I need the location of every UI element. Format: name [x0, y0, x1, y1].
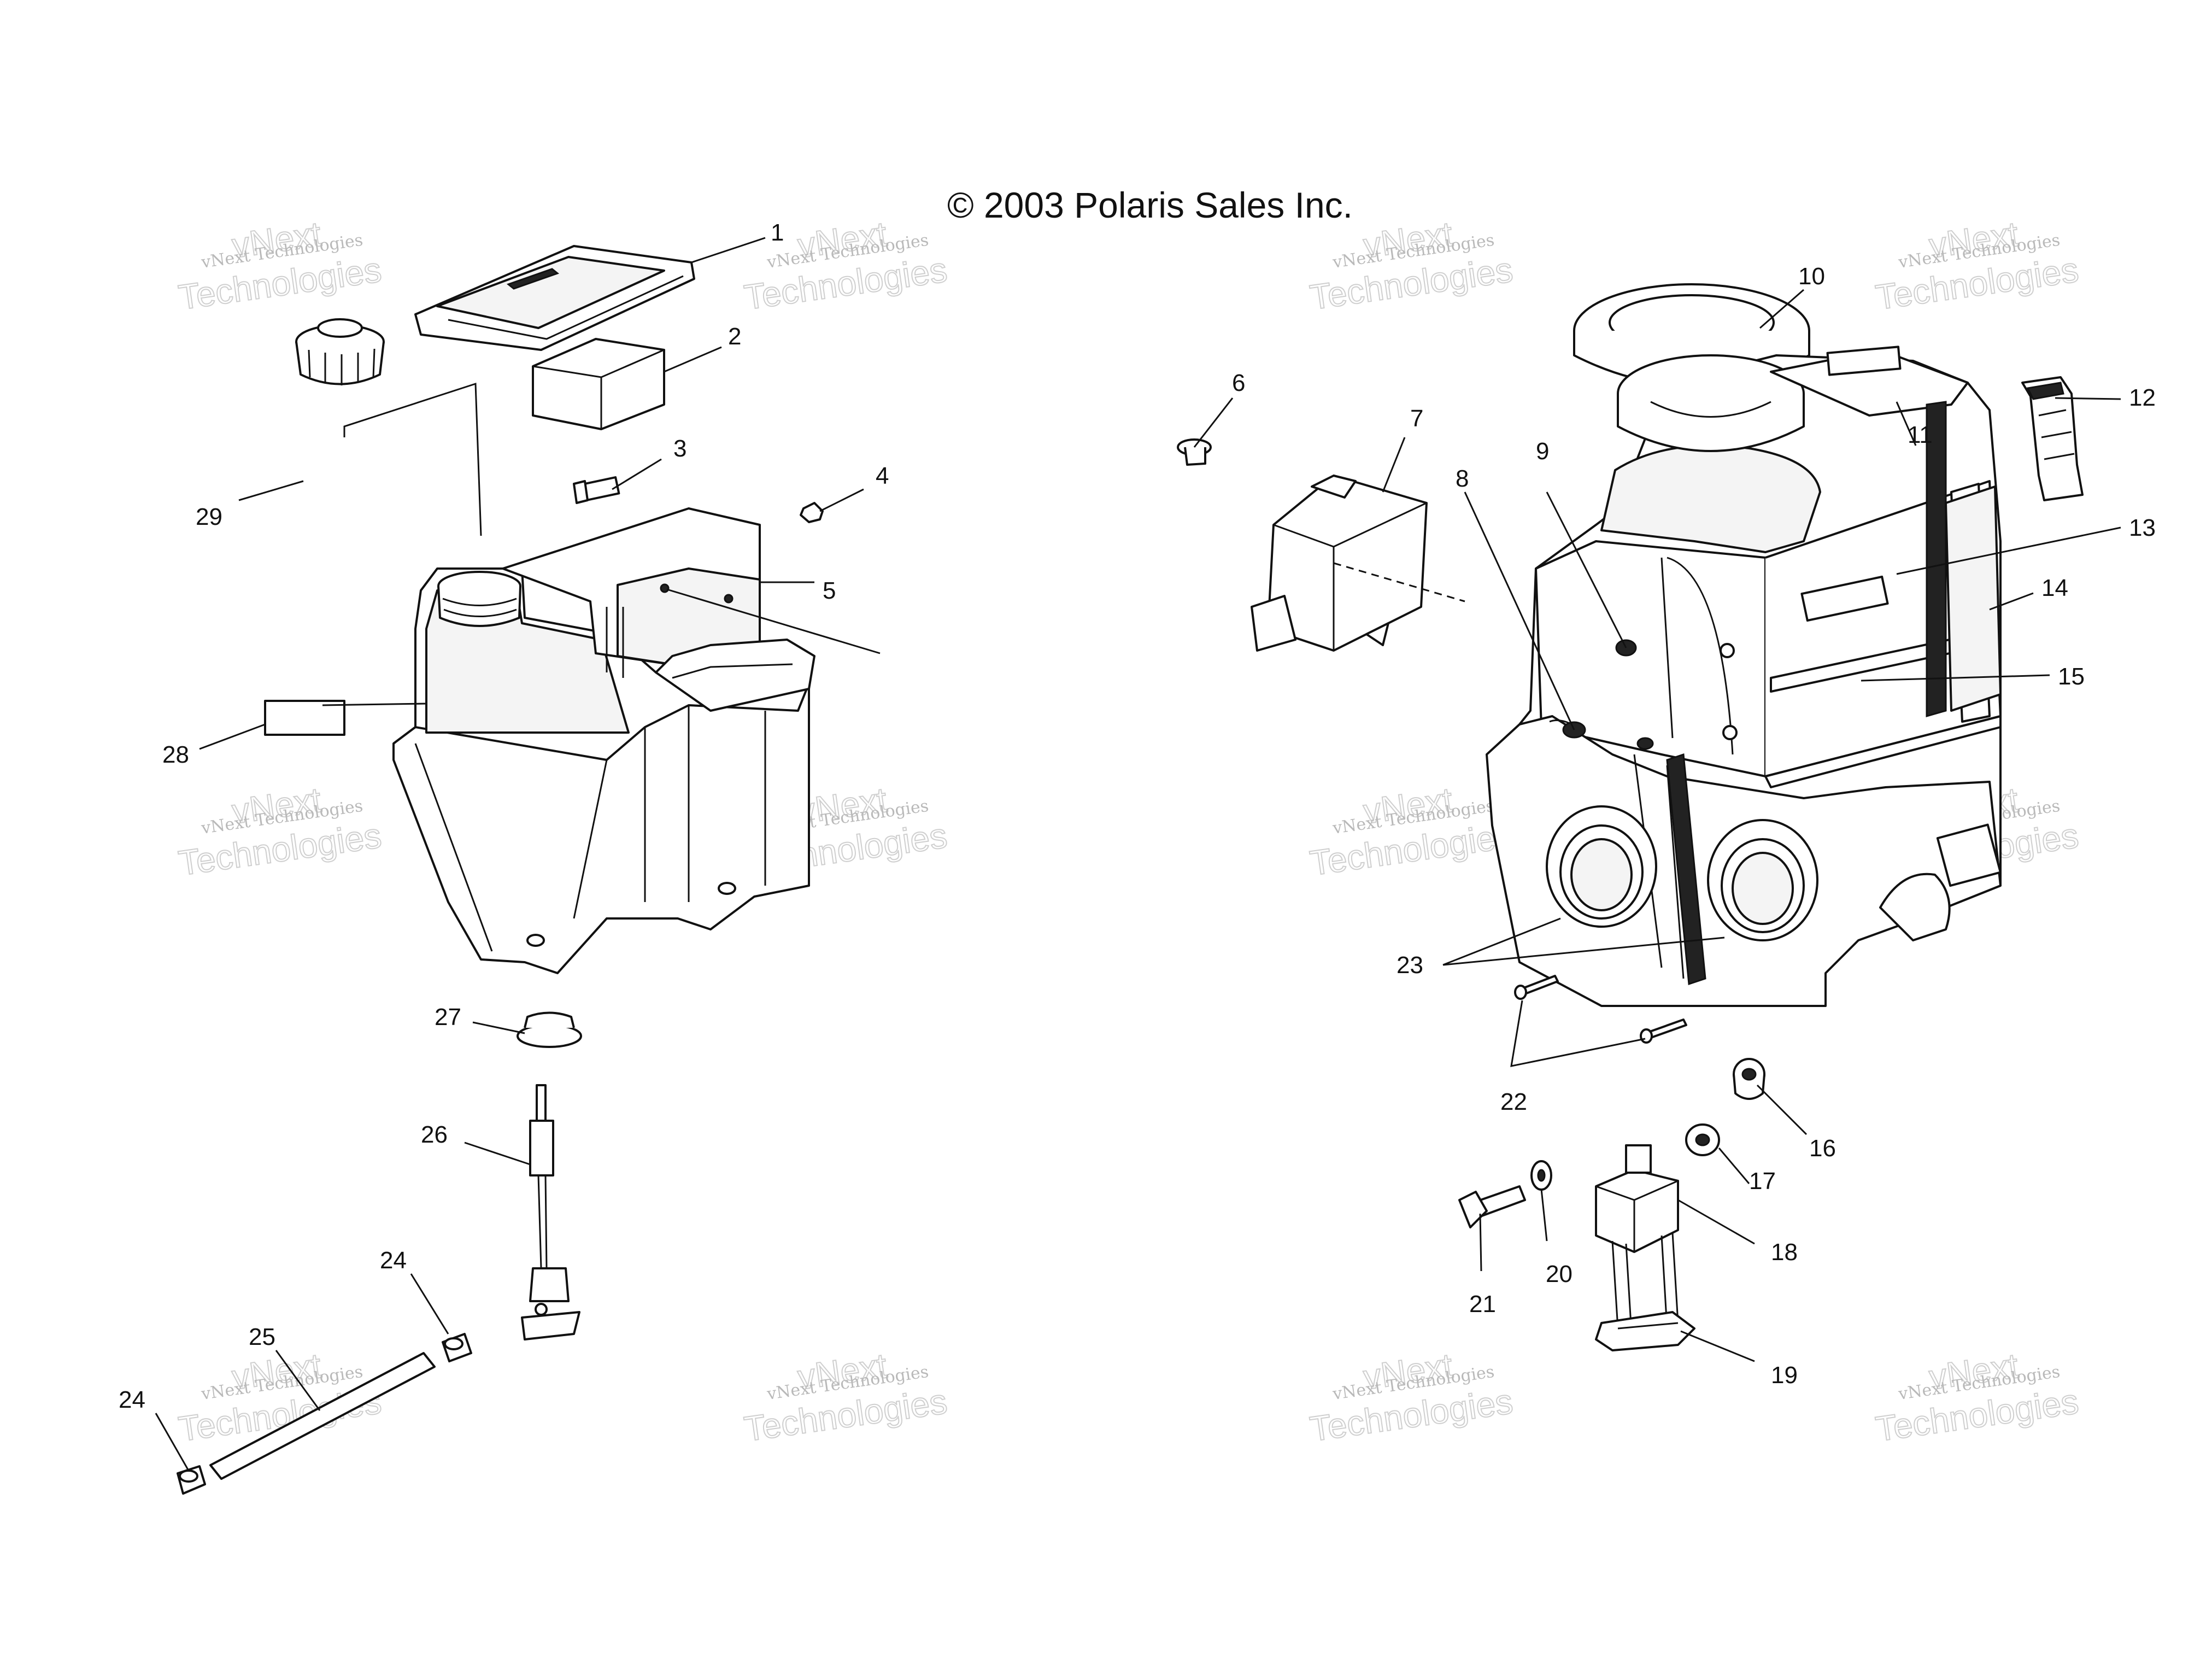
- part-grommet: [517, 1011, 582, 1048]
- callout-29: 29: [196, 504, 222, 530]
- part-push-rivet: [1177, 438, 1212, 466]
- callout-4: 4: [876, 463, 889, 489]
- callout-24-upper: 24: [380, 1247, 407, 1274]
- part-hose-clamp: [177, 1465, 206, 1495]
- watermark: Technologies vNext vNext Technologies: [175, 214, 384, 318]
- watermark: Technologies vNext vNext Technologies: [741, 214, 950, 318]
- callout-13: 13: [2129, 514, 2156, 541]
- watermark: Technologies vNext vNext Technologies: [1307, 214, 1516, 318]
- callout-6: 6: [1232, 370, 1245, 396]
- callout-20: 20: [1546, 1261, 1573, 1287]
- watermark: Technologies vNext vNext Technologies: [741, 1345, 950, 1450]
- part-airbox-body: [1486, 346, 2002, 1007]
- callout-1: 1: [771, 219, 784, 246]
- copyright-title: © 2003 Polaris Sales Inc.: [947, 185, 1353, 225]
- callout-labels: 1 2 3 4 5 6 7 8 9 10 11 12 13 14 15 16 1…: [119, 219, 2156, 1413]
- callout-17: 17: [1749, 1168, 1776, 1195]
- part-oil-tank: [392, 507, 881, 974]
- callout-19: 19: [1771, 1362, 1798, 1389]
- watermark: Technologies vNext vNext Technologies: [175, 780, 384, 884]
- part-hose-clamp: [442, 1333, 472, 1362]
- cdi-mount-line: [1333, 562, 1465, 602]
- callout-10: 10: [1798, 263, 1825, 290]
- callout-22: 22: [1500, 1088, 1527, 1115]
- airbox-assembly: [1177, 283, 2084, 1351]
- part-flange-bolt: [1458, 1185, 1526, 1228]
- part-bolt: [573, 476, 620, 504]
- callout-18: 18: [1771, 1239, 1798, 1266]
- watermark: Technologies vNext vNext Technologies: [1873, 1345, 2081, 1450]
- callout-11: 11: [1908, 422, 1933, 448]
- part-oil-level-sender: [521, 1084, 580, 1341]
- callout-2: 2: [728, 323, 741, 350]
- part-tank-cover: [414, 245, 695, 351]
- callout-28: 28: [162, 741, 189, 768]
- cap-leader: [343, 382, 482, 536]
- callout-25: 25: [249, 1324, 275, 1350]
- leader-lines: [155, 237, 2121, 1471]
- part-screw: [1640, 1018, 1687, 1044]
- callout-24-lower: 24: [119, 1386, 145, 1413]
- callout-14: 14: [2041, 575, 2068, 601]
- callout-12: 12: [2129, 384, 2156, 411]
- part-nut: [800, 502, 824, 523]
- callout-26: 26: [421, 1121, 448, 1148]
- part-washer: [1530, 1160, 1552, 1191]
- watermark: Technologies vNext vNext Technologies: [1307, 780, 1516, 884]
- part-filler-cap: [295, 318, 385, 385]
- part-oil-hose: [209, 1352, 436, 1480]
- callout-3: 3: [673, 435, 687, 462]
- part-retaining-clip: [2021, 376, 2084, 501]
- oil-tank-assembly: [177, 245, 881, 1495]
- watermark: Technologies vNext vNext Technologies: [1307, 1345, 1516, 1450]
- part-foam-block: [532, 338, 665, 430]
- callout-5: 5: [823, 577, 836, 604]
- part-decal-label: [264, 700, 345, 736]
- part-grommet-washer: [1685, 1123, 1720, 1156]
- callout-27: 27: [435, 1004, 461, 1031]
- part-cdi-module: [1251, 475, 1428, 652]
- callout-9: 9: [1536, 438, 1549, 465]
- part-ignition-coil: [1595, 1144, 1679, 1334]
- part-screw: [1514, 975, 1559, 1000]
- callout-21: 21: [1469, 1291, 1496, 1318]
- callout-7: 7: [1410, 405, 1423, 432]
- watermark: Technologies vNext vNext Technologies: [1873, 214, 2081, 318]
- callout-16: 16: [1809, 1135, 1836, 1162]
- part-bushing: [1733, 1058, 1765, 1100]
- callout-8: 8: [1456, 465, 1469, 492]
- part-coil-strap: [1595, 1311, 1695, 1351]
- callout-15: 15: [2058, 663, 2085, 690]
- callout-23: 23: [1397, 952, 1423, 979]
